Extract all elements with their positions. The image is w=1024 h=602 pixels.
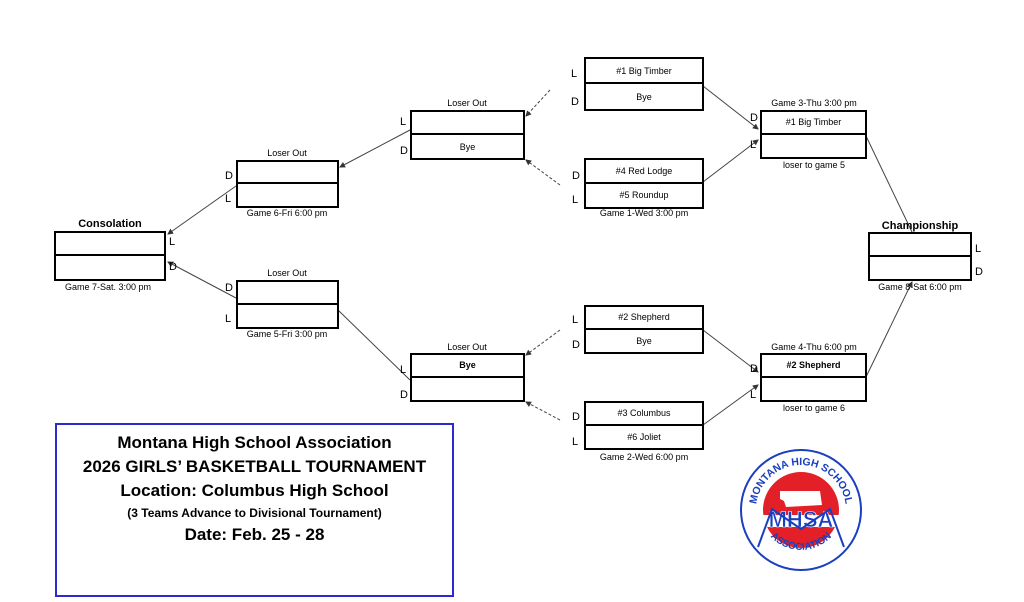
side-label: L <box>975 243 982 255</box>
tournament-info-box: Montana High School Association 2026 GIR… <box>55 423 454 597</box>
team-slot: #1 Big Timber <box>586 59 702 84</box>
game-note: loser to game 6 <box>782 403 846 413</box>
side-label: D <box>571 96 579 108</box>
side-label: L <box>750 139 757 151</box>
side-label: D <box>572 339 580 351</box>
tournament-dates: Date: Feb. 25 - 28 <box>184 525 325 544</box>
game-caption: Loser Out <box>267 148 307 158</box>
side-label: L <box>169 236 176 248</box>
side-label: D <box>750 112 758 124</box>
team-slot: #4 Red Lodge <box>586 160 702 184</box>
team-slot <box>238 282 337 305</box>
side-label: L <box>572 436 579 448</box>
tournament-title: 2026 GIRLS’ BASKETBALL TOURNAMENT <box>82 457 427 476</box>
game-caption: Game 1-Wed 3:00 pm <box>599 208 689 218</box>
game-note: loser to game 5 <box>782 160 846 170</box>
team-slot <box>762 378 865 401</box>
game-caption: Loser Out <box>267 268 307 278</box>
team-slot: Bye <box>412 355 523 378</box>
side-label: L <box>750 389 757 401</box>
game-caption: Game 2-Wed 6:00 pm <box>599 452 689 462</box>
team-slot <box>412 378 523 401</box>
team-slot <box>870 257 970 280</box>
team-slot: Bye <box>636 91 652 102</box>
game-caption: Loser Out <box>447 98 487 108</box>
game1-top-box: #1 Big Timber Bye <box>584 57 704 111</box>
game4-box: #2 Shepherd <box>760 353 867 402</box>
game-caption: Game 7-Sat. 3:00 pm <box>64 282 152 292</box>
association-name: Montana High School Association <box>117 433 392 452</box>
championship-title: Championship <box>881 220 959 232</box>
team-slot: #3 Columbus <box>586 403 702 426</box>
mhsa-logo: MONTANA HIGH SCHOOL MHSA ASSOCIATION <box>740 449 862 571</box>
consolation-box <box>54 231 166 281</box>
side-label: D <box>225 282 233 294</box>
game1-box: #4 Red Lodge #5 Roundup <box>584 158 704 209</box>
team-slot: #6 Joliet <box>627 431 661 442</box>
side-label: D <box>225 170 233 182</box>
advance-note: (3 Teams Advance to Divisional Tournamen… <box>127 506 382 520</box>
team-slot <box>56 233 164 256</box>
team-slot: #1 Big Timber <box>762 112 865 135</box>
side-label: L <box>400 116 407 128</box>
side-label: L <box>400 364 407 376</box>
team-slot <box>238 305 337 328</box>
game3-box: #1 Big Timber <box>760 110 867 159</box>
team-slot: #2 Shepherd <box>762 355 865 378</box>
side-label: D <box>975 266 983 278</box>
side-label: D <box>572 411 580 423</box>
team-slot: #2 Shepherd <box>586 307 702 330</box>
game5-box <box>236 280 339 329</box>
team-slot: Bye <box>459 141 476 152</box>
loser-out-top-box: Bye <box>410 110 525 160</box>
loser-out-bottom-box: Bye <box>410 353 525 402</box>
game-caption: Game 3-Thu 3:00 pm <box>771 98 857 108</box>
game2-top-box: #2 Shepherd Bye <box>584 305 704 354</box>
championship-box <box>868 232 972 281</box>
side-label: L <box>225 193 232 205</box>
game-caption: Game 8-Sat 6:00 pm <box>878 282 962 292</box>
game-caption: Loser Out <box>447 342 487 352</box>
side-label: D <box>169 261 177 273</box>
side-label: D <box>400 145 408 157</box>
side-label: L <box>225 313 232 325</box>
team-slot <box>238 162 337 184</box>
team-slot <box>238 184 337 206</box>
team-slot: #5 Roundup <box>619 190 669 201</box>
tournament-location: Location: Columbus High School <box>120 481 389 500</box>
team-slot <box>56 256 164 279</box>
side-label: L <box>572 194 579 206</box>
side-label: L <box>572 314 579 326</box>
game-caption: Game 5-Fri 3:00 pm <box>246 329 328 339</box>
game6-box <box>236 160 339 208</box>
consolation-title: Consolation <box>78 218 142 230</box>
montana-map-icon <box>780 491 822 507</box>
team-slot <box>412 112 523 135</box>
team-slot <box>762 135 865 158</box>
side-label: D <box>750 363 758 375</box>
side-label: D <box>400 389 408 401</box>
game2-box: #3 Columbus #6 Joliet <box>584 401 704 450</box>
side-label: L <box>571 68 578 80</box>
side-label: D <box>572 170 580 182</box>
game-caption: Game 6-Fri 6:00 pm <box>246 208 328 218</box>
game-caption: Game 4-Thu 6:00 pm <box>771 342 857 352</box>
team-slot: Bye <box>636 335 652 346</box>
team-slot <box>870 234 970 257</box>
